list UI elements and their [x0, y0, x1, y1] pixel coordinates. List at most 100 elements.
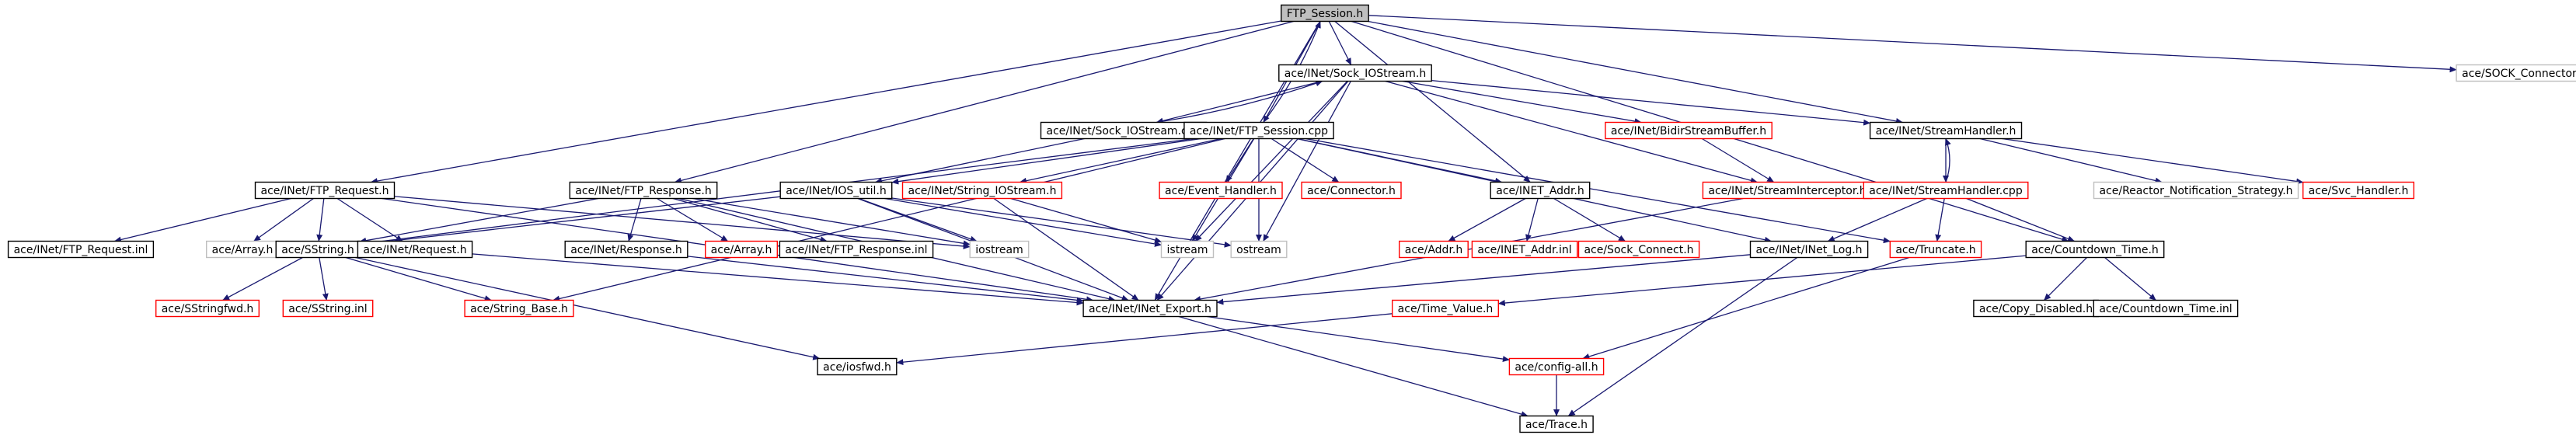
- node-box: [2025, 240, 2165, 259]
- node-trace-h[interactable]: ace/Trace.h: [1519, 415, 1594, 433]
- node-addr-h[interactable]: ace/Addr.h: [1398, 240, 1469, 259]
- node-ftp-response-h[interactable]: ace/INet/FTP_Response.h: [569, 181, 718, 200]
- node-label: ace/INet/Sock_IOStream.h: [1285, 68, 1426, 80]
- node-box: [1159, 181, 1283, 200]
- edge-ftp-session-h-to-inet-export-h: [1154, 21, 1321, 301]
- edge-countdown-time-h-to-copy-disabled-h: [2044, 257, 2087, 301]
- node-label: ace/INet/Response.h: [570, 244, 682, 256]
- node-sstring-inl[interactable]: ace/SString.inl: [282, 299, 374, 318]
- node-sock-iostream-h[interactable]: ace/INet/Sock_IOStream.h: [1278, 64, 1432, 82]
- node-label: ace/String_Base.h: [470, 303, 568, 315]
- edge-ftp-session-cpp-to-truncate-h: [1305, 137, 1891, 244]
- node-label: ace/SString.inl: [288, 303, 367, 315]
- node-label: ace/Connector.h: [1307, 185, 1396, 197]
- edge-sock-iostream-h-to-istream: [1194, 81, 1348, 242]
- node-string-iostream-h[interactable]: ace/INet/String_IOStream.h: [901, 181, 1063, 200]
- edge-ftp-session-h-to-streamhandler-h: [1368, 20, 1903, 124]
- node-ftp-request-h[interactable]: ace/INet/FTP_Request.h: [254, 181, 396, 200]
- node-label: ace/Time_Value.h: [1398, 303, 1494, 315]
- edge-sstring-h-to-string-base-h: [345, 256, 492, 301]
- node-time-value-h[interactable]: ace/Time_Value.h: [1391, 299, 1499, 318]
- edge-ftp-request-h-to-iostream: [394, 196, 971, 249]
- node-box: [969, 240, 1030, 259]
- edge-sstring-h-to-sstringfwd-h: [222, 256, 303, 301]
- node-box: [817, 357, 898, 376]
- node-bidir-streambuffer-h[interactable]: ace/INet/BidirStreamBuffer.h: [1605, 121, 1773, 140]
- node-ostream[interactable]: ostream: [1230, 240, 1288, 259]
- edge-sock-iostream-cpp-to-ios-util-h: [875, 137, 1085, 184]
- node-ftp-response-inl[interactable]: ace/INet/FTP_Response.inl: [779, 240, 934, 259]
- node-label: ace/SOCK_Connector.h: [2462, 68, 2576, 80]
- edge-countdown-time-h-to-time-value-h: [1497, 255, 2027, 307]
- node-config-all-h[interactable]: ace/config-all.h: [1508, 357, 1605, 376]
- edge-sock-iostream-h-to-bidir-streambuffer-h: [1402, 80, 1642, 124]
- node-box: [254, 181, 396, 200]
- edge-ios-util-h-to-ostream: [891, 197, 1232, 248]
- node-label: ace/Reactor_Notification_Strategy.h: [2099, 185, 2292, 197]
- node-streaminterceptor-h[interactable]: ace/INet/StreamInterceptor.h: [1702, 181, 1873, 200]
- edge-truncate-h-to-config-all-h: [1582, 256, 1910, 360]
- node-box: [1605, 121, 1773, 140]
- node-streamhandler-h[interactable]: ace/INet/StreamHandler.h: [1869, 121, 2023, 140]
- node-label: ace/INet/String_IOStream.h: [908, 185, 1057, 197]
- node-box: [2093, 181, 2299, 200]
- node-label: ace/Countdown_Time.inl: [2099, 303, 2232, 315]
- edge-sock-iostream-h-to-streaminterceptor-h: [1385, 80, 1758, 184]
- node-label: ace/INet/FTP_Session.cpp: [1190, 125, 1328, 137]
- edge-ftp-session-h-to-sock-connector-h: [1368, 15, 2457, 73]
- node-ftp-session-cpp[interactable]: ace/INet/FTP_Session.cpp: [1183, 121, 1334, 140]
- node-label: ace/INet/StreamHandler.cpp: [1869, 185, 2023, 197]
- node-box: [1749, 240, 1869, 259]
- node-label: ace/INet/FTP_Response.h: [575, 185, 711, 197]
- node-ios-util-h[interactable]: ace/INet/IOS_util.h: [779, 181, 893, 200]
- node-streamhandler-cpp[interactable]: ace/INet/StreamHandler.cpp: [1863, 181, 2029, 200]
- edge-sstring-h-to-iosfwd-h: [355, 256, 821, 360]
- node-box: [1471, 240, 1578, 259]
- node-inet-log-h[interactable]: ace/INet/INet_Log.h: [1749, 240, 1869, 259]
- node-label: ace/Array.h: [711, 244, 772, 256]
- node-inet-export-h[interactable]: ace/INet/INet_Export.h: [1082, 299, 1218, 318]
- node-sock-connector-h[interactable]: ace/SOCK_Connector.h: [2456, 64, 2576, 82]
- edge-ftp-session-cpp-to-sstring-h: [359, 137, 1194, 247]
- node-array-h-red[interactable]: ace/Array.h: [705, 240, 779, 259]
- node-iostream[interactable]: iostream: [969, 240, 1030, 259]
- node-label: ace/Trace.h: [1525, 419, 1588, 431]
- node-ftp-session-h[interactable]: FTP_Session.h: [1280, 4, 1369, 23]
- node-request-h[interactable]: ace/INet/Request.h: [357, 240, 473, 259]
- node-sock-iostream-cpp[interactable]: ace/INet/Sock_IOStream.cpp: [1040, 121, 1208, 140]
- node-label: istream: [1167, 244, 1208, 256]
- node-string-base-h[interactable]: ace/String_Base.h: [464, 299, 574, 318]
- edge-time-value-h-to-iosfwd-h: [896, 313, 1393, 366]
- node-truncate-h[interactable]: ace/Truncate.h: [1889, 240, 1982, 259]
- node-sstringfwd-h[interactable]: ace/SStringfwd.h: [155, 299, 260, 318]
- node-label: ace/INet/StreamInterceptor.h: [1708, 185, 1866, 197]
- node-array-h-grey[interactable]: ace/Array.h: [206, 240, 280, 259]
- node-countdown-time-h[interactable]: ace/Countdown_Time.h: [2025, 240, 2165, 259]
- node-inet-addr-h[interactable]: ace/INET_Addr.h: [1490, 181, 1591, 200]
- node-label: ace/INet/Request.h: [363, 244, 466, 256]
- node-response-h[interactable]: ace/INet/Response.h: [564, 240, 688, 259]
- node-iosfwd-h[interactable]: ace/iosfwd.h: [817, 357, 898, 376]
- node-box: [1301, 181, 1402, 200]
- node-countdown-time-inl[interactable]: ace/Countdown_Time.inl: [2093, 299, 2239, 318]
- edge-ftp-response-h-to-array-h-red: [657, 197, 729, 242]
- node-box: [705, 240, 779, 259]
- node-copy-disabled-h[interactable]: ace/Copy_Disabled.h: [1973, 299, 2099, 318]
- node-reactor-notification-strategy-h[interactable]: ace/Reactor_Notification_Strategy.h: [2093, 181, 2299, 200]
- edge-string-iostream-h-to-istream: [1010, 197, 1162, 243]
- node-connector-h[interactable]: ace/Connector.h: [1301, 181, 1402, 200]
- edge-sstring-h-to-sstring-inl: [319, 257, 329, 301]
- edge-ftp-request-h-to-request-h: [336, 197, 403, 242]
- node-sstring-h[interactable]: ace/SString.h: [275, 240, 361, 259]
- node-istream[interactable]: istream: [1160, 240, 1215, 259]
- node-inet-addr-inl[interactable]: ace/INET_Addr.inl: [1471, 240, 1578, 259]
- node-sock-connect-h[interactable]: ace/Sock_Connect.h: [1577, 240, 1700, 259]
- node-event-handler-h[interactable]: ace/Event_Handler.h: [1159, 181, 1283, 200]
- node-svc-handler-h[interactable]: ace/Svc_Handler.h: [2302, 181, 2414, 200]
- node-box: [1577, 240, 1700, 259]
- edge-inet-log-h-to-inet-export-h: [1216, 254, 1751, 305]
- edge-ftp-session-h-to-sock-iostream-h: [1328, 21, 1352, 65]
- node-ftp-request-inl[interactable]: ace/INet/FTP_Request.inl: [7, 240, 155, 259]
- edge-request-h-to-inet-export-h: [472, 253, 1084, 306]
